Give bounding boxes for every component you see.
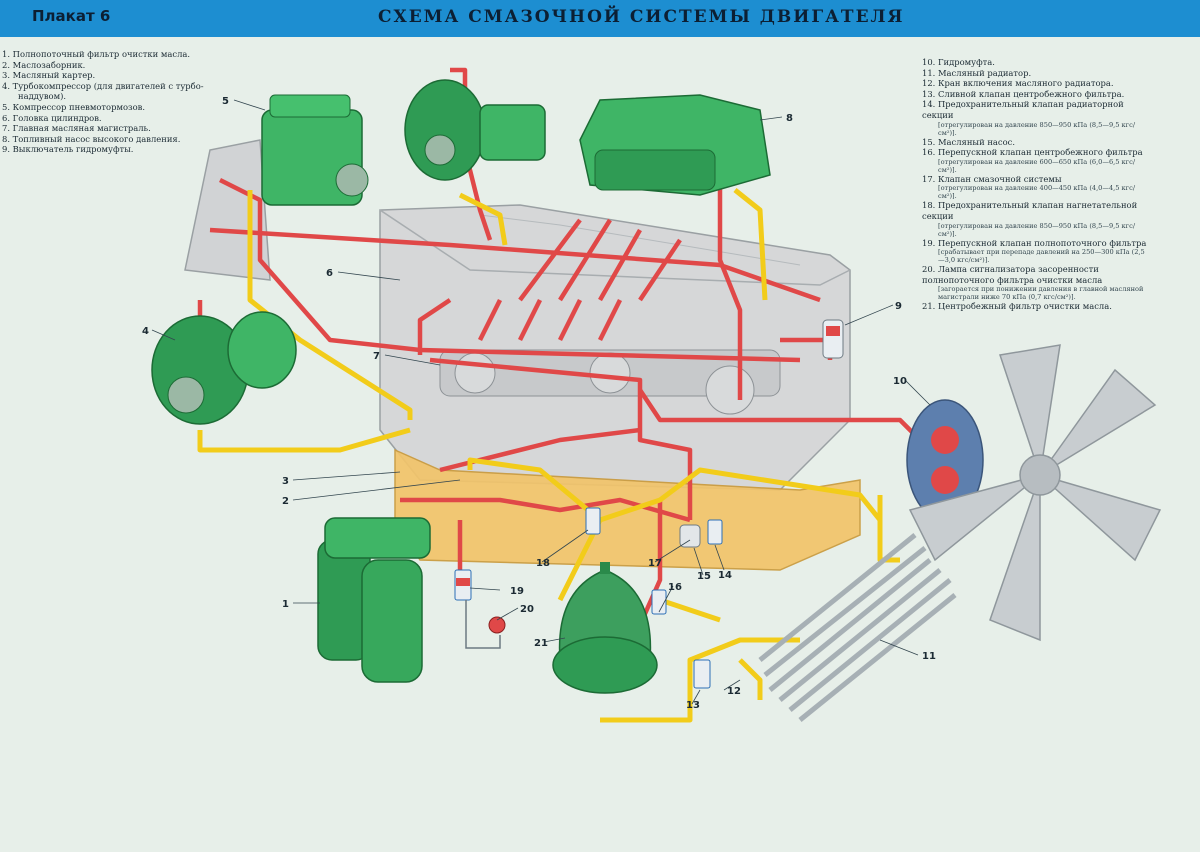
legend-right-item: 20. Лампа сигнализатора засоренности пол… [922, 264, 1103, 285]
centrifugal-oil-filter [552, 562, 658, 694]
engine-block [379, 204, 851, 491]
callout-number: 6 [326, 268, 333, 279]
oil-cooler [758, 533, 957, 722]
callout-number: 1 [282, 599, 289, 610]
legend-right-note: [загорается при понижении давления в гла… [938, 285, 1144, 302]
legend-right-note: [отрегулирован на давление 850—950 кПа (… [938, 120, 1136, 137]
filter-warning-lamp [465, 600, 506, 649]
callout-number: 17 [648, 558, 662, 569]
legend-right-note: [отрегулирован на давление 400—450 кПа (… [938, 184, 1136, 201]
legend-right-item: 11. Масляный радиатор. [922, 67, 1032, 78]
legend-right-item: 18. Предохранительный клапан нагнетатель… [922, 200, 1138, 221]
legend-right-item: 15. Масляный насос. [922, 136, 1015, 147]
fuel-injection-pump [579, 94, 771, 196]
callout-number: 4 [142, 326, 149, 337]
callout-number: 16 [668, 582, 682, 593]
callout-number: 10 [893, 376, 907, 387]
legend-left-item: 9. Выключатель гидромуфты. [2, 144, 134, 155]
callout-number: 13 [686, 700, 700, 711]
legend-left-item: 7. Главная масляная магистраль. [2, 123, 151, 134]
callout-number: 5 [222, 96, 229, 107]
legend-right-item: 19. Перепускной клапан полнопоточного фи… [922, 237, 1147, 248]
callout-number: 3 [282, 476, 289, 487]
legend-left-item: 8. Топливный насос высокого давления. [2, 133, 181, 144]
legend-right: 10. Гидромуфта.11. Масляный радиатор.12.… [922, 57, 1150, 312]
legend-left-item: наддувом). [18, 91, 67, 102]
legend-right-item: 13. Сливной клапан центробежного фильтра… [922, 88, 1125, 99]
callout-number: 9 [895, 301, 902, 312]
turbocharger-upper [404, 79, 546, 181]
callout-number: 15 [697, 571, 711, 582]
callout-number: 21 [534, 638, 548, 649]
legend-left-item: 4. Турбокомпрессор (для двигателей с тур… [2, 80, 204, 91]
callout-number: 20 [520, 604, 534, 615]
callout-number: 19 [510, 586, 524, 597]
fluid-coupling-switch [822, 319, 844, 359]
page-title: СХЕМА СМАЗОЧНОЙ СИСТЕМЫ ДВИГАТЕЛЯ [378, 7, 905, 27]
legend-right-note: [срабатывает при перепаде давлений на 25… [938, 248, 1145, 265]
legend-left-item: 6. Головка цилиндров. [2, 112, 102, 123]
cylinder-head [184, 139, 271, 281]
callout-number: 14 [718, 570, 732, 581]
air-brake-compressor [261, 94, 369, 206]
legend-left: 1. Полнопоточный фильтр очистки масла.2.… [2, 49, 227, 155]
legend-right-note: [отрегулирован на давление 850—950 кПа (… [938, 221, 1136, 238]
fluid-coupling [906, 399, 984, 521]
oil-pump [679, 524, 701, 548]
leader-lines [151, 99, 931, 705]
valves [454, 507, 723, 689]
callout-number: 7 [373, 351, 380, 362]
legend-right-item: 17. Клапан смазочной системы [922, 173, 1062, 184]
turbocharger [151, 311, 297, 425]
legend-right-item: 10. Гидромуфта. [922, 57, 995, 67]
callout-number: 11 [922, 651, 936, 662]
poster-number: Плакат 6 [32, 7, 111, 25]
legend-right-item: 16. Перепускной клапан центробежного фил… [922, 147, 1143, 158]
legend-right-item: 21. Центробежный фильтр очистки масла. [922, 301, 1112, 312]
legend-left-item: 3. Масляный картер. [2, 70, 96, 81]
legend-right-note: [отрегулирован на давление 600—650 кПа (… [938, 157, 1136, 174]
legend-left-item: 5. Компрессор пневмотормозов. [2, 101, 146, 112]
callout-number: 2 [282, 496, 289, 507]
legend-right-item: 12. Кран включения масляного радиатора. [922, 78, 1114, 89]
full-flow-oil-filter [317, 517, 431, 683]
callout-number: 12 [727, 686, 741, 697]
callout-number: 18 [536, 558, 550, 569]
legend-left-item: 1. Полнопоточный фильтр очистки масла. [2, 49, 191, 59]
header-bar: Плакат 6 СХЕМА СМАЗОЧНОЙ СИСТЕМЫ ДВИГАТЕ… [0, 0, 1200, 37]
legend-right-item: 14. Предохранительный клапан радиаторной… [922, 99, 1124, 120]
legend-left-item: 2. Маслозаборник. [2, 59, 86, 70]
fan [908, 344, 1162, 642]
callout-number: 8 [786, 113, 793, 124]
